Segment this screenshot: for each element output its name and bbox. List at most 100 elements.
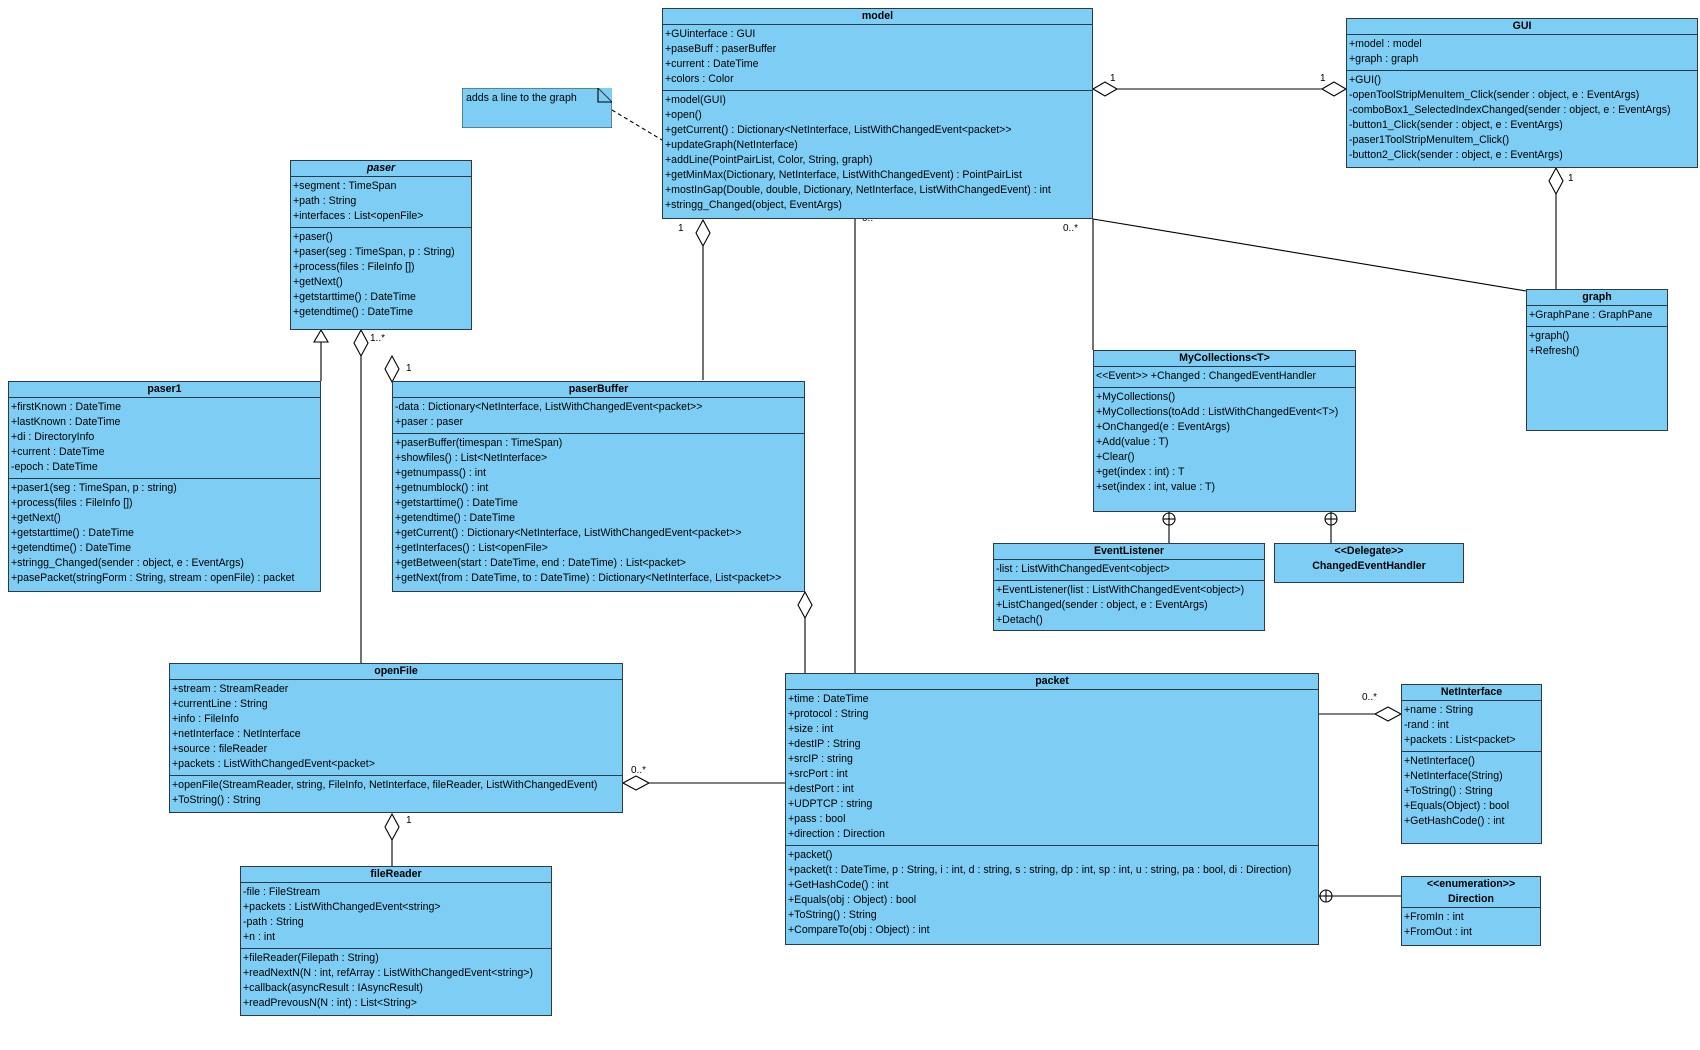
operation: +getNext(from : DateTime, to : DateTime)… [395, 572, 782, 584]
class-title: paser [366, 162, 396, 174]
attribute: +currentLine : String [172, 698, 268, 710]
attribute: +srcIP : string [788, 753, 853, 765]
operation: +MyCollections(toAdd : ListWithChangedEv… [1096, 406, 1339, 418]
class-attributes: +stream : StreamReader+currentLine : Str… [170, 680, 622, 775]
attribute: +name : String [1404, 704, 1474, 716]
attribute: +colors : Color [665, 73, 734, 85]
aggregation-diamond-paserbuffer-packet [797, 590, 813, 620]
attribute: +destPort : int [788, 783, 854, 795]
operation: -button2_Click(sender : object, e : Even… [1349, 149, 1563, 161]
attribute: +lastKnown : DateTime [11, 416, 121, 428]
attribute: +paseBuff : paserBuffer [665, 43, 777, 55]
class-attributes: +GraphPane : GraphPane [1527, 306, 1667, 326]
operation: +Clear() [1096, 451, 1135, 463]
operation: +get(index : int) : T [1096, 466, 1185, 478]
aggregation-diamond-netinterface [1373, 706, 1403, 722]
class-name: MyCollections<T> [1094, 351, 1355, 367]
class-graph[interactable]: graph +GraphPane : GraphPane +graph()+Refr… [1526, 289, 1668, 431]
attribute: +protocol : String [788, 708, 869, 720]
class-filereader[interactable]: fileReader-file : FileStream+packets : L… [240, 866, 552, 1016]
class-operations: +graph()+Refresh() [1527, 326, 1667, 362]
class-name: paser [291, 161, 471, 177]
attribute: +UDPTCP : string [788, 798, 873, 810]
operation: +paser() [293, 231, 333, 243]
class-name: paserBuffer [393, 382, 804, 398]
note-shape [462, 88, 612, 128]
attribute: +packets : List<packet> [1404, 734, 1516, 746]
class-operations: +EventListener(list : ListWithChangedEve… [994, 580, 1264, 630]
attribute: +FromOut : int [1404, 926, 1472, 938]
operation: +stringg_Changed(sender : object, e : Ev… [11, 557, 244, 569]
class-operations: +openFile(StreamReader, string, FileInfo… [170, 775, 622, 811]
attribute: +di : DirectoryInfo [11, 431, 95, 443]
operation: +getstarttime() : DateTime [293, 291, 416, 303]
class-paserbuffer[interactable]: paserBuffer -data : Dictionary<NetInterfa… [392, 381, 805, 592]
multiplicity-model-gui-model: 1 [1110, 73, 1116, 84]
operation: +getnumpass() : int [395, 467, 486, 479]
class-title: MyCollections<T> [1179, 352, 1270, 364]
class-paser1[interactable]: paser1+firstKnown : DateTime+lastKnown :… [8, 381, 321, 592]
operation: +Equals(Object) : bool [1404, 800, 1510, 812]
operation: +NetInterface(String) [1404, 770, 1503, 782]
class-title: paserBuffer [568, 383, 629, 395]
operation: -openToolStripMenuItem_Click(sender : ob… [1349, 89, 1640, 101]
class-name: graph [1527, 290, 1667, 306]
operation: +GetHashCode() : int [1404, 815, 1505, 827]
operation: +Detach() [996, 614, 1043, 626]
attribute: +current : DateTime [665, 58, 759, 70]
attribute: +segment : TimeSpan [293, 180, 397, 192]
note-text: adds a line to the graph [466, 92, 577, 104]
operation: +paser(seg : TimeSpan, p : String) [293, 246, 455, 258]
class-title: packet [1035, 675, 1069, 687]
operation: +ToString() : String [788, 909, 877, 921]
multiplicity-paser-paserbuffer: 1 [406, 363, 412, 374]
operation: +getstarttime() : DateTime [395, 497, 518, 509]
aggregation-diamond-gui-graph [1548, 166, 1564, 196]
operation: +stringg_Changed(object, EventArgs) [665, 199, 842, 211]
operation: +getBetween(start : DateTime, end : Date… [395, 557, 686, 569]
operation: +packet(t : DateTime, p : String, i : in… [788, 864, 1292, 876]
class-stereotype: <<enumeration>> [1426, 878, 1516, 890]
operation: +Equals(obj : Object) : bool [788, 894, 917, 906]
operation: +NetInterface() [1404, 755, 1475, 767]
operation: +Add(value : T) [1096, 436, 1169, 448]
class-attributes: +time : DateTime+protocol : String+size … [786, 690, 1318, 845]
class-name: paser1 [9, 382, 320, 398]
class-gui[interactable]: GUI+model : model+graph : graph+GUI()-op… [1346, 18, 1698, 168]
attribute: +srcPort : int [788, 768, 848, 780]
class-mycollections[interactable]: MyCollections<T> <<Event>> +Changed : Cha… [1093, 350, 1356, 512]
attribute: <<Event>> +Changed : ChangedEventHandler [1096, 370, 1316, 382]
attribute: +current : DateTime [11, 446, 105, 458]
class-eventlistener[interactable]: EventListener-list : ListWithChangedEven… [993, 543, 1265, 631]
class-packet[interactable]: packet +time : DateTime+protocol : String… [785, 673, 1319, 945]
class-name: GUI [1347, 19, 1697, 35]
class-model[interactable]: model+GUinterface : GUI+paseBuff : paser… [662, 8, 1093, 219]
operation: +readNextN(N : int, refArray : ListWithC… [243, 967, 533, 979]
multiplicity-model-paserbuffer: 1 [678, 223, 684, 234]
attribute: +GraphPane : GraphPane [1529, 309, 1653, 321]
class-openfile[interactable]: openFile+stream : StreamReader+currentLi… [169, 663, 623, 813]
class-direction[interactable]: <<enumeration>>Direction+FromIn : int+Fr… [1401, 876, 1541, 946]
operation: +ListChanged(sender : object, e : EventA… [996, 599, 1208, 611]
operation: +process(files : FileInfo []) [11, 497, 133, 509]
attribute: +packets : ListWithChangedEvent<string> [243, 901, 441, 913]
class-paser[interactable]: paser+segment : TimeSpan+path : String+i… [290, 160, 472, 330]
operation: +graph() [1529, 330, 1570, 342]
aggregation-diamond-paser-openfile [353, 328, 369, 358]
class-operations: +packet()+packet(t : DateTime, p : Strin… [786, 845, 1318, 941]
class-operations: +fileReader(Filepath : String)+readNextN… [241, 948, 551, 1014]
operation: +getstarttime() : DateTime [11, 527, 134, 539]
class-operations: +model(GUI)+open()+getCurrent() : Dictio… [663, 90, 1092, 216]
attribute: +paser : paser [395, 416, 464, 428]
class-netinterface[interactable]: NetInterface+name : String-rand : int+pa… [1401, 684, 1542, 844]
class-title: ChangedEventHandler [1312, 560, 1426, 572]
attribute: +pass : bool [788, 813, 846, 825]
attribute: -rand : int [1404, 719, 1449, 731]
aggregation-diamond-paser-paserbuffer [384, 354, 400, 384]
class-name: fileReader [241, 867, 551, 883]
operation: -paser1ToolStripMenuItem_Click() [1349, 134, 1510, 146]
operation: +paser1(seg : TimeSpan, p : string) [11, 482, 177, 494]
class-name: <<Delegate>>ChangedEventHandler [1275, 544, 1463, 574]
class-attributes: -data : Dictionary<NetInterface, ListWit… [393, 398, 804, 433]
class-changedeventhandler[interactable]: <<Delegate>>ChangedEventHandler [1274, 543, 1464, 583]
